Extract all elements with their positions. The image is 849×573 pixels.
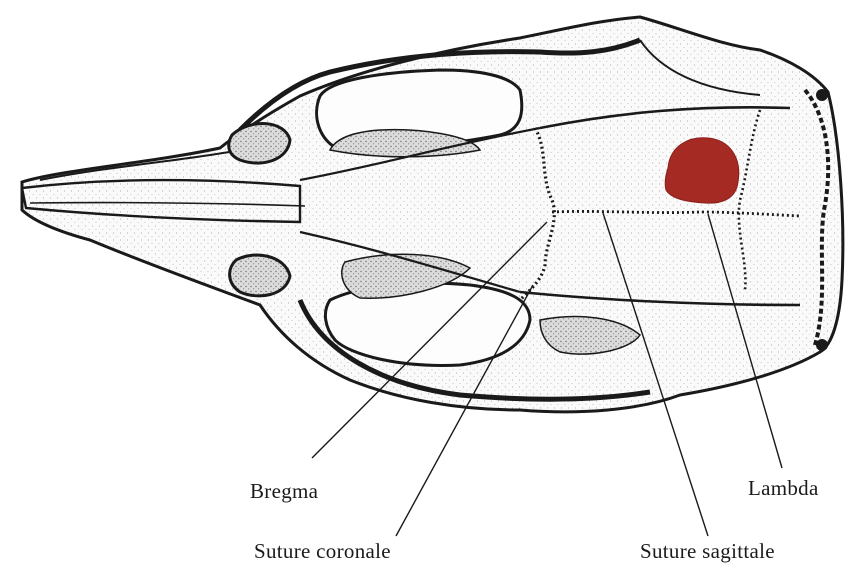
suture-sagittale-label: Suture sagittale [640,539,775,564]
occipital-condyle-top [816,89,828,101]
bregma-label: Bregma [250,479,318,504]
lower-foramen [230,255,290,296]
lambda-label: Lambda [748,476,819,501]
suture-coronale-label: Suture coronale [254,539,391,564]
occipital-condyle-bottom [816,339,828,351]
upper-foramen [229,124,290,164]
